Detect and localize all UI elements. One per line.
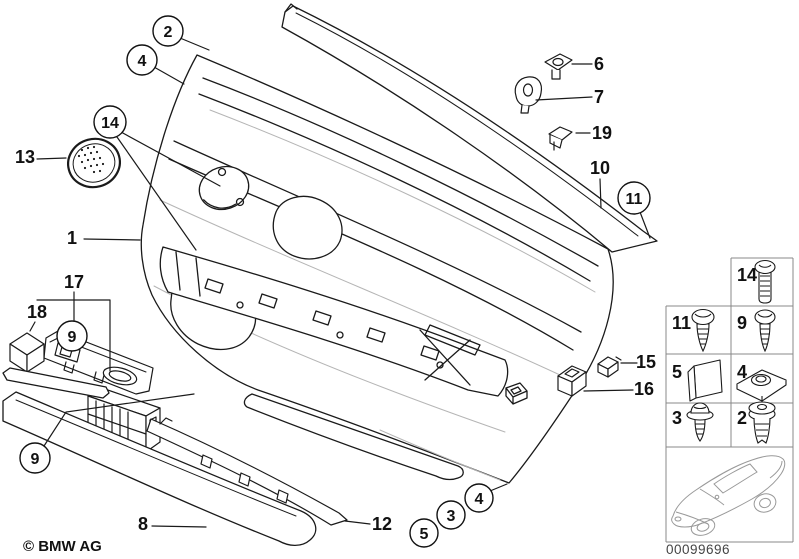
tapping-screw-icon-2 [754,309,776,353]
clip-strip-drawing [146,417,348,526]
callout-13[interactable]: 13 [15,147,35,167]
door-trim-panel-drawing [140,54,614,484]
clip-16-drawing [557,365,587,397]
image-number: 00099696 [666,542,730,557]
grille-dot-pattern [77,145,105,174]
table-num-9[interactable]: 9 [737,313,747,333]
svg-text:9: 9 [68,329,77,346]
callout-circle-4[interactable]: 4 [126,44,158,76]
table-num-14[interactable]: 14 [737,265,757,285]
washer-screw-icon [686,402,714,442]
callout-labels: 13 1 6 7 19 10 15 16 17 18 8 12 2 4 14 1… [15,15,656,548]
adhesive-pad-icon [687,359,723,402]
svg-text:5: 5 [420,526,429,543]
copyright-notice: © BMW AG [23,538,102,555]
sill-trim-strip-drawing [2,367,317,547]
callout-circle-14[interactable]: 14 [93,105,127,139]
svg-text:2: 2 [164,24,173,41]
leader-lines [29,37,651,528]
table-num-4[interactable]: 4 [737,362,747,382]
svg-text:11: 11 [626,191,643,208]
small-clip-drawings [514,53,622,397]
callout-16[interactable]: 16 [634,379,654,399]
clip-7-drawing [514,76,543,114]
callout-17[interactable]: 17 [64,272,84,292]
svg-text:4: 4 [138,53,147,70]
svg-text:14: 14 [101,115,119,132]
cage-nut-icon [736,369,787,402]
callout-circle-2[interactable]: 2 [152,15,184,47]
switch-blank-cube-drawing [9,332,45,373]
svg-text:4: 4 [475,491,484,508]
speaker-grille-drawing [67,137,121,189]
tapping-screw-icon [691,308,715,353]
table-grid [665,257,794,543]
svg-text:9: 9 [31,451,40,468]
clip-19-drawing [548,126,573,151]
clip-15-drawing [597,356,622,378]
callout-7[interactable]: 7 [594,87,604,107]
callout-circle-11[interactable]: 11 [617,181,651,215]
callout-8[interactable]: 8 [138,514,148,534]
callout-12[interactable]: 12 [372,514,392,534]
callout-19[interactable]: 19 [592,123,612,143]
car-silhouette-icon [671,455,786,536]
svg-text:3: 3 [447,508,456,525]
callout-6[interactable]: 6 [594,54,604,74]
callout-circle-4b[interactable]: 4 [464,483,494,513]
expanding-rivet-icon [748,401,776,444]
callout-circle-9-lower[interactable]: 9 [19,442,51,474]
callout-18[interactable]: 18 [27,302,47,322]
callout-circle-5b[interactable]: 5 [409,518,439,548]
clip-6-drawing [544,53,573,80]
callout-10[interactable]: 10 [590,158,610,178]
table-num-2[interactable]: 2 [737,408,747,428]
parts-table: 14 11 9 5 4 [665,257,794,543]
callout-15[interactable]: 15 [636,352,656,372]
callout-1[interactable]: 1 [67,228,77,248]
table-num-5[interactable]: 5 [672,362,682,382]
table-num-11[interactable]: 11 [672,313,691,333]
callout-circle-3b[interactable]: 3 [436,500,466,530]
top-window-trim-strip-drawing [281,3,658,253]
table-num-3[interactable]: 3 [672,408,682,428]
machine-screw-icon [754,259,776,304]
callout-circle-9-upper[interactable]: 9 [56,320,88,352]
